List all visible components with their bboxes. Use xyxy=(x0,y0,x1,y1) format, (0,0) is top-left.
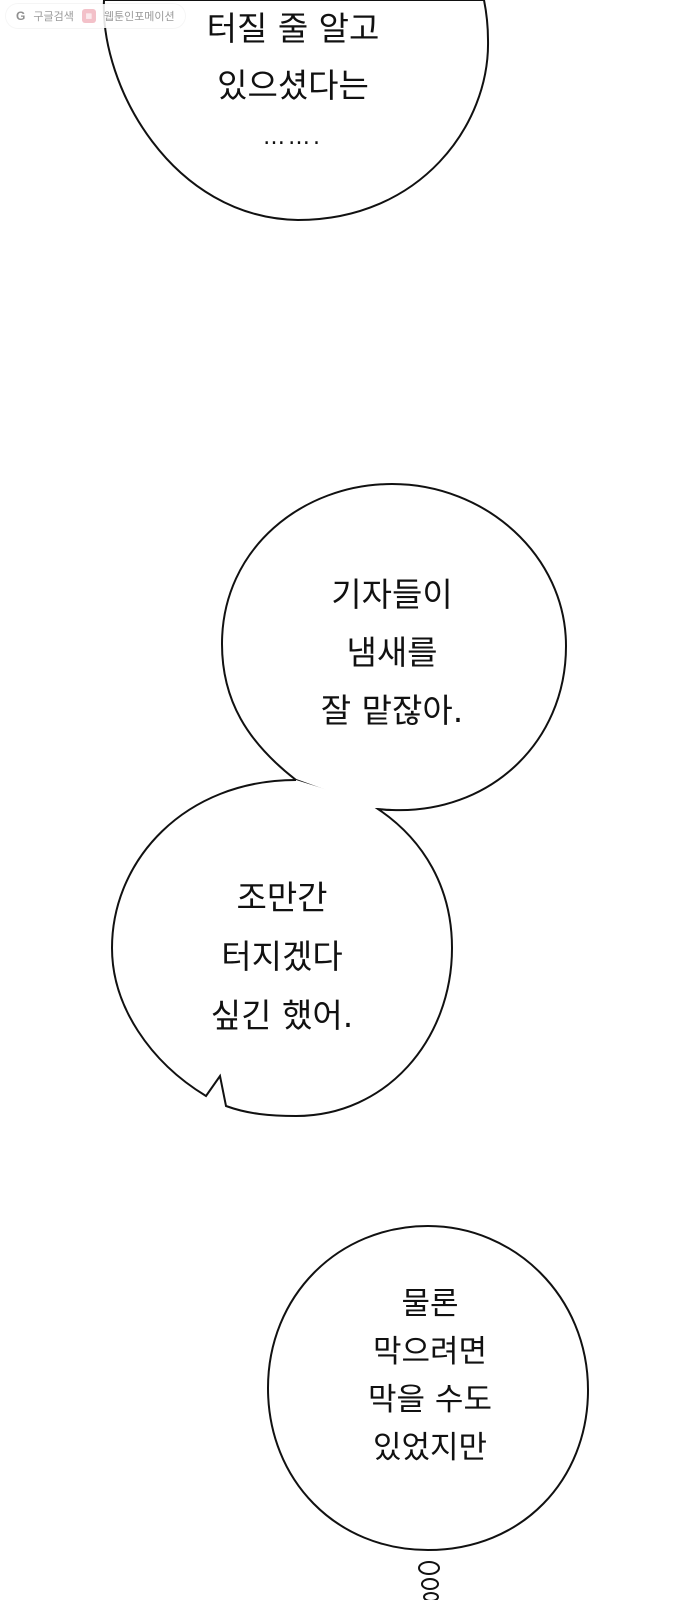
source-watermark: G 구글검색 ▦ 웹툰인포메이션 xyxy=(6,4,185,28)
speech-line: 막으려면 xyxy=(372,1334,488,1370)
speech-line: 터지겠다 xyxy=(221,937,343,976)
speech-line: 냄새를 xyxy=(346,633,438,672)
speech-line: 싶긴 했어. xyxy=(210,996,354,1035)
thought-dot-3 xyxy=(423,1592,439,1600)
speech-bubble-4-text: 물론 막으려면 막을 수도 있었지만 xyxy=(340,1280,520,1472)
watermark-site-label: 웹툰인포메이션 xyxy=(103,10,175,23)
speech-line: 물론 xyxy=(401,1286,459,1322)
thought-dot-2 xyxy=(421,1578,439,1590)
speech-line: 조만간 xyxy=(236,878,328,917)
speech-bubble-1-outline xyxy=(102,0,490,222)
speech-bubble-3-outline xyxy=(110,779,454,1118)
speech-line: 터질 줄 알고 xyxy=(206,9,380,48)
speech-bubble-4-outline xyxy=(266,1224,590,1552)
speech-line: 있으셨다는 xyxy=(217,66,369,105)
speech-line: 기자들이 xyxy=(331,575,453,614)
thought-dot-1 xyxy=(418,1561,440,1575)
speech-bubble-3-text: 조만간 터지겠다 싶긴 했어. xyxy=(172,868,392,1045)
search-g-icon: G xyxy=(16,9,26,23)
speech-line: ……. xyxy=(263,125,323,150)
webtoon-badge-icon: ▦ xyxy=(81,9,96,23)
speech-bubble-1-text: 터질 줄 알고 있으셨다는 ……. xyxy=(188,0,398,162)
speech-bubble-2-outline xyxy=(220,482,568,812)
speech-line: 잘 맡잖아. xyxy=(320,691,464,730)
watermark-search-label: 구글검색 xyxy=(33,10,74,23)
speech-line: 막을 수도 xyxy=(368,1382,492,1418)
speech-line: 있었지만 xyxy=(372,1430,488,1466)
speech-bubble-2-text: 기자들이 냄새를 잘 맡잖아. xyxy=(292,566,492,740)
